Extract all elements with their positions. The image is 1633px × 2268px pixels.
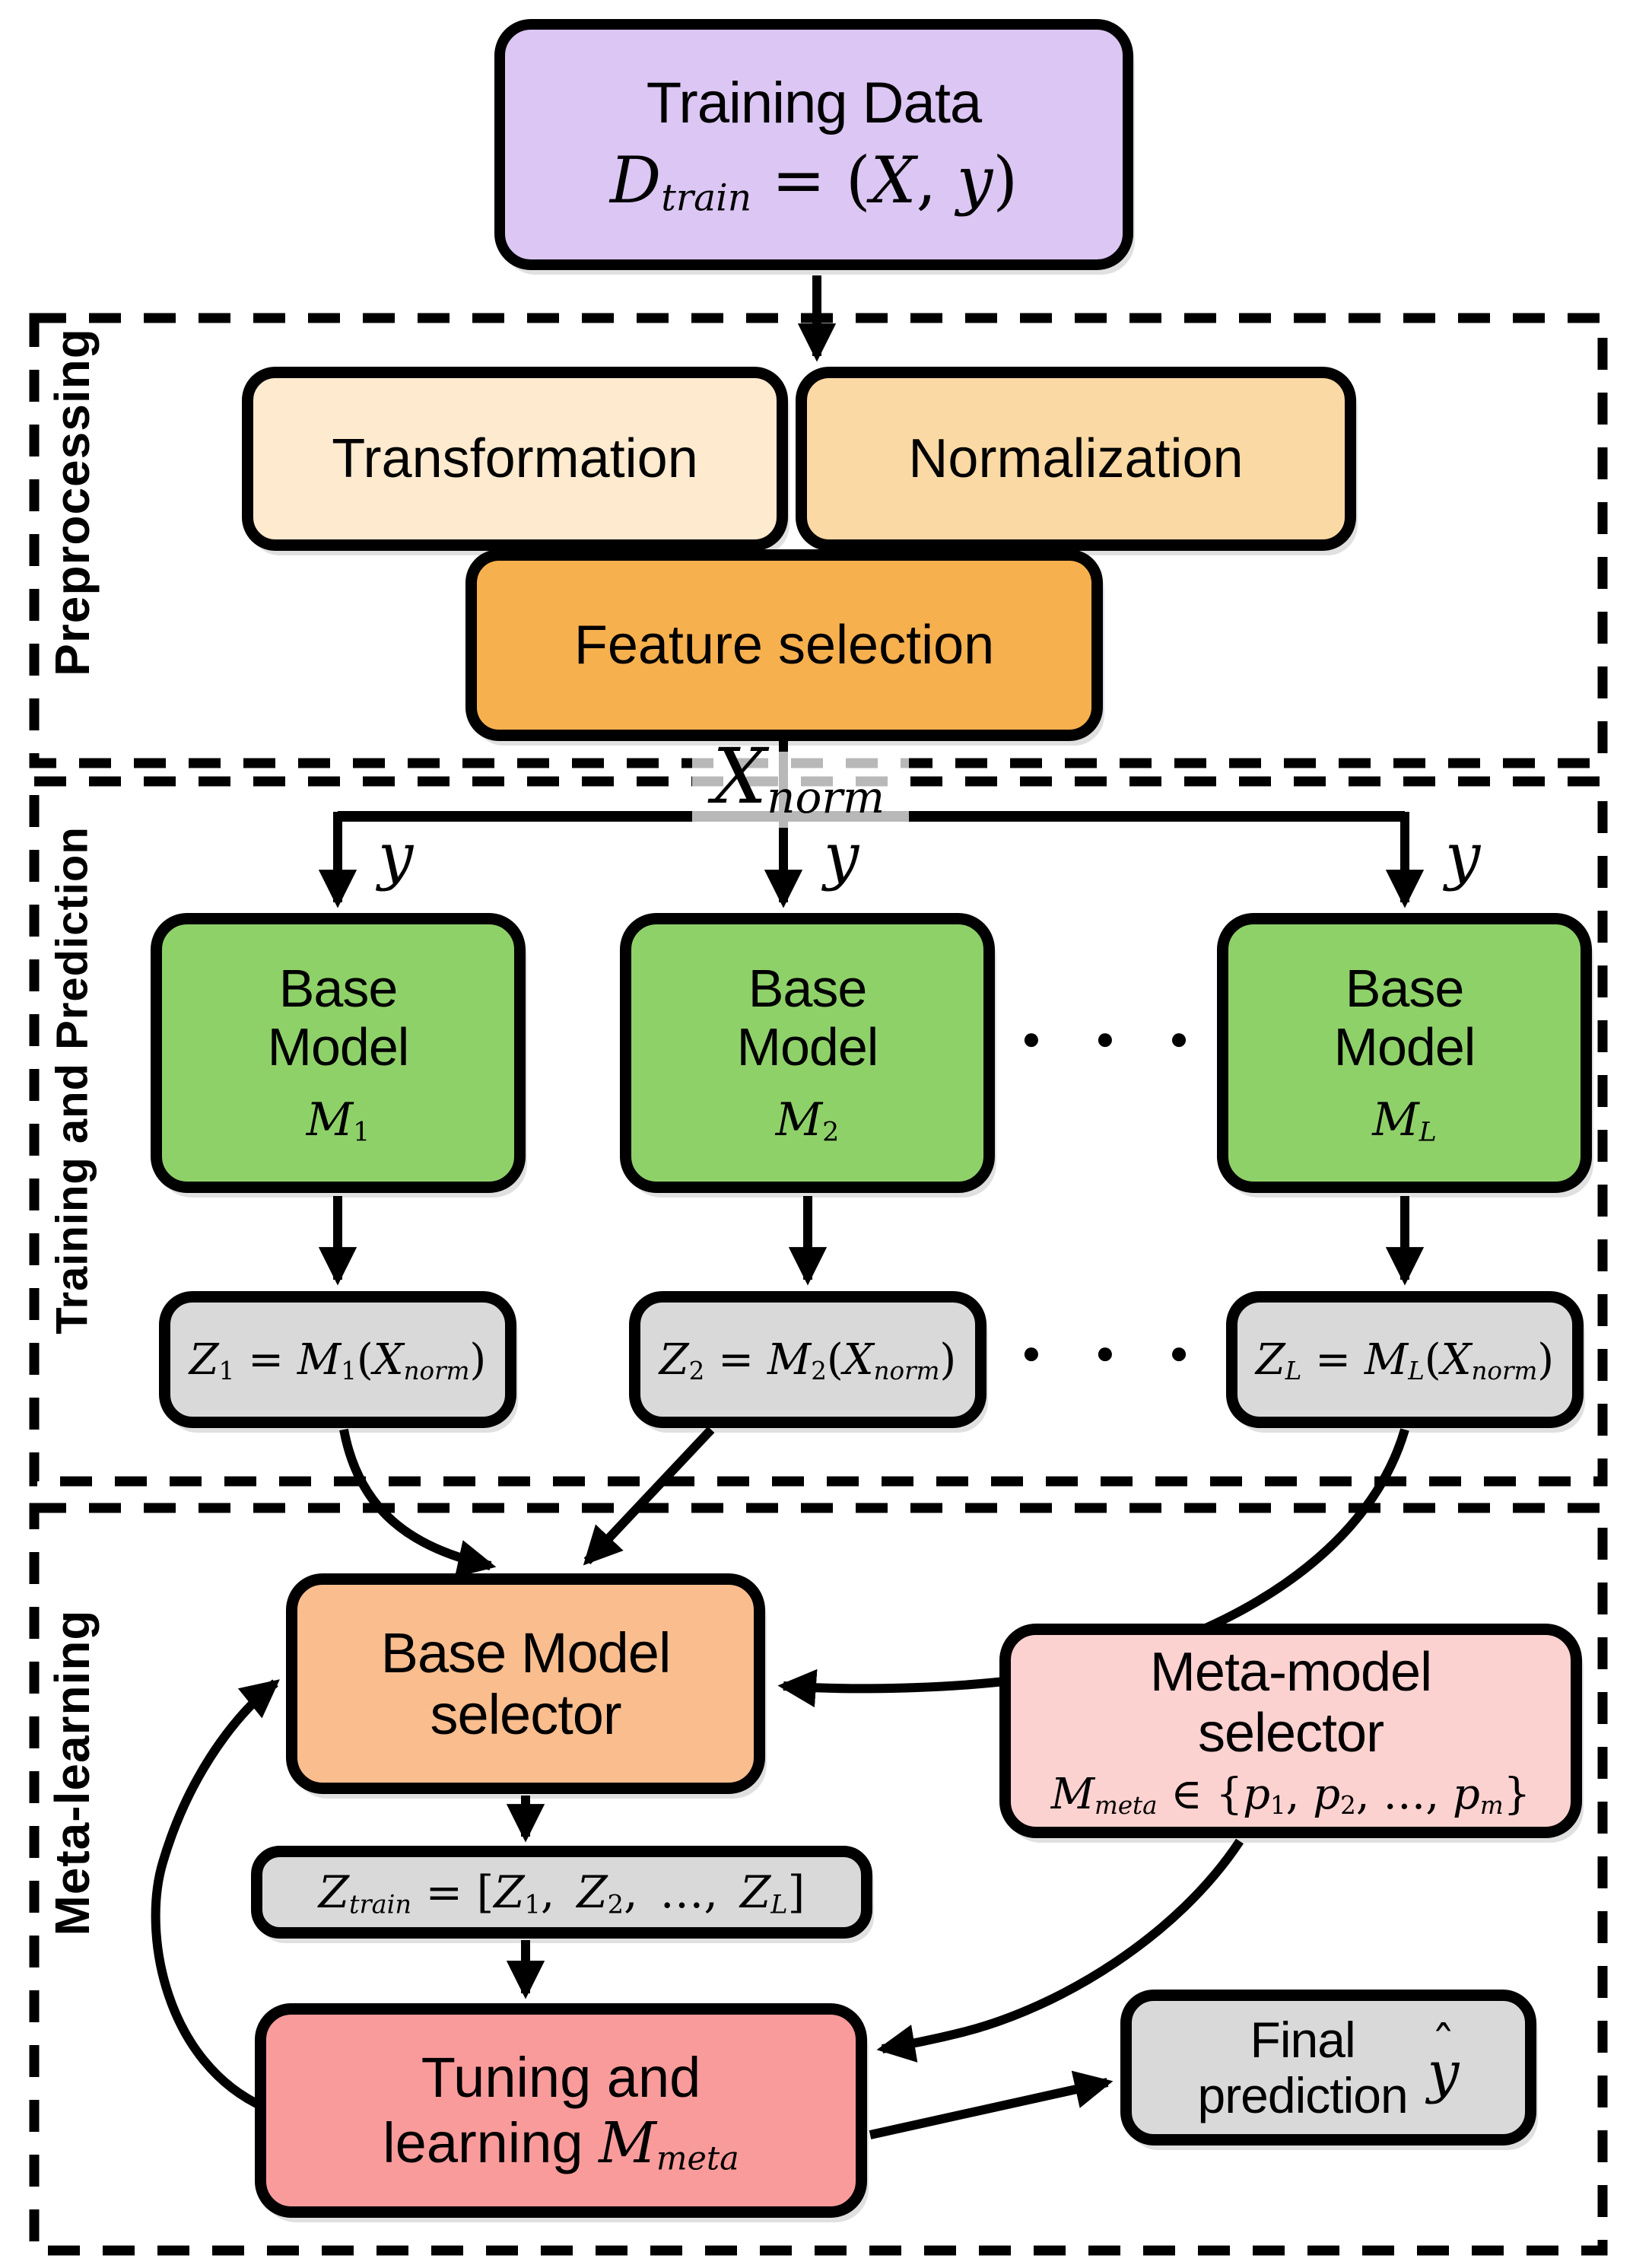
section-label-preprocessing: Preprocessing [45,328,100,676]
node-transformation: Transformation [242,367,788,551]
z-train-formula: Ztrain = [Z1, Z2, …, ZL] [318,1866,805,1920]
prediction-z1-formula: Z1 = M1(Xnorm) [189,1334,487,1385]
normalization-label: Normalization [908,428,1244,489]
branch-label-y-right: y [1445,820,1481,892]
curve-tuning-to-selector [151,1679,280,2112]
curve-meta-selector-to-tuning [876,1838,1244,2063]
node-base-model-L: Base Model ML [1217,913,1592,1193]
section-label-meta-learning: Meta-learning [45,1609,100,1936]
transformation-label: Transformation [332,428,698,489]
prediction-zL-formula: ZL = ML(Xnorm) [1255,1334,1555,1385]
meta-learning-boundary [29,1503,1608,2256]
training-data-title: Training Data [646,71,982,136]
node-prediction-z2: Z2 = M2(Xnorm) [629,1291,986,1428]
base-model-L-symbol: ML [1372,1093,1437,1148]
base-model-1-symbol: M1 [306,1093,370,1148]
node-z-train: Ztrain = [Z1, Z2, …, ZL] [251,1846,872,1939]
node-feature-selection: Feature selection [465,549,1103,741]
node-base-model-1: Base Model M1 [151,913,526,1193]
line-z2-to-selector [583,1426,715,1566]
ellipsis-base-models: ● ● ● [1021,1020,1212,1056]
node-prediction-z1: Z1 = M1(Xnorm) [159,1291,516,1428]
base-model-1-title: Base Model [267,959,410,1077]
meta-model-selector-formula: Mmeta ∈ {p1, p2, …, pm} [1050,1769,1531,1820]
xnorm-label: Xnorm [712,732,885,823]
base-model-2-title: Base Model [736,959,879,1077]
curve-z1-to-selector [339,1428,497,1578]
ellipsis-predictions: ● ● ● [1021,1334,1212,1370]
base-model-L-title: Base Model [1333,959,1476,1077]
base-model-2-symbol: M2 [775,1093,840,1148]
arrow-tuning-to-final [869,2070,1114,2139]
base-model-selector-label: Base Model selector [380,1621,672,1746]
section-label-training-and-prediction: Training and Prediction [47,826,97,1334]
meta-model-selector-label: Meta-model selector [1149,1642,1432,1764]
node-training-data: Training Data Dtrain = (X, y) [494,19,1133,270]
node-base-model-selector: Base Model selector [286,1573,765,1794]
branch-label-y-middle: y [824,820,859,892]
node-meta-model-selector: Meta-model selector Mmeta ∈ {p1, p2, …, … [999,1624,1582,1838]
final-prediction-label: Final prediction [1197,2011,1409,2123]
node-base-model-2: Base Model M2 [620,913,995,1193]
prediction-z2-formula: Z2 = M2(Xnorm) [659,1334,957,1385]
node-prediction-zL: ZL = ML(Xnorm) [1226,1291,1584,1428]
branch-label-y-left: y [378,820,414,892]
training-data-formula: Dtrain = (X, y) [609,142,1018,220]
xnorm-highlight [692,752,909,828]
node-normalization: Normalization [796,367,1356,551]
feature-selection-label: Feature selection [573,615,995,676]
